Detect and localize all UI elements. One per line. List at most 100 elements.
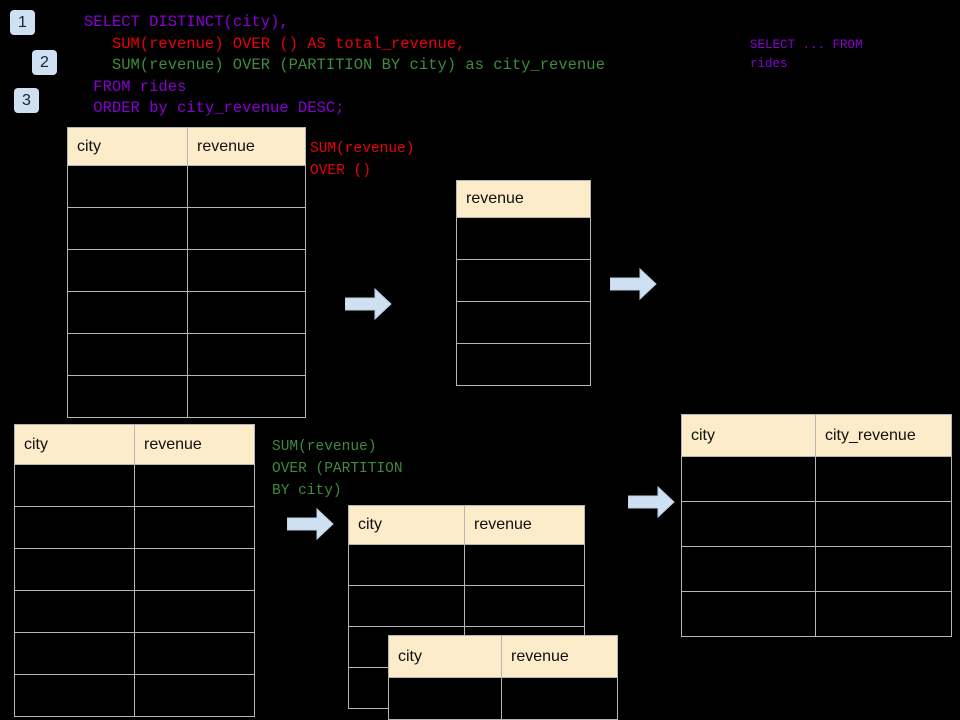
table-header-row: revenue xyxy=(456,180,591,218)
table-row xyxy=(14,464,255,507)
table-cell-revenue xyxy=(187,249,306,292)
table-cell-city xyxy=(14,632,135,675)
table-row xyxy=(67,375,306,418)
table-cell-city xyxy=(681,456,816,502)
table-row xyxy=(67,333,306,376)
annot-total-revenue: SUM(revenue) OVER () xyxy=(310,141,415,179)
sql-query-block: SELECT DISTINCT(city), SUM(revenue) OVER … xyxy=(84,12,605,120)
table-row xyxy=(14,632,255,675)
table-cell-revenue xyxy=(187,207,306,250)
column-header-city: city xyxy=(388,635,502,678)
table-row xyxy=(456,343,591,386)
table-cell-revenue xyxy=(456,301,591,344)
table-cell-revenue xyxy=(134,674,255,717)
table-row xyxy=(456,259,591,302)
table-cell-city xyxy=(14,464,135,507)
table-row xyxy=(14,590,255,633)
table-cell-city xyxy=(67,207,188,250)
table-cell-city xyxy=(681,591,816,637)
column-header-revenue: revenue xyxy=(501,635,618,678)
column-header-city_revenue: city_revenue xyxy=(815,414,952,457)
sql-line-5: ORDER by city_revenue DESC; xyxy=(93,99,345,117)
table-cell-revenue xyxy=(134,548,255,591)
table-cell-revenue xyxy=(456,343,591,386)
table-row xyxy=(456,301,591,344)
annot-city-revenue: SUM(revenue) OVER (PARTITION BY city) xyxy=(272,439,403,499)
table-cell-city xyxy=(348,544,465,586)
arrow-partition-to-result xyxy=(628,486,675,518)
table-row xyxy=(681,456,952,502)
table-cell-revenue xyxy=(456,217,591,260)
table-row xyxy=(67,207,306,250)
table-cell-revenue xyxy=(464,585,585,627)
arrow-rides-to-partition xyxy=(287,508,334,540)
table-cell-city_revenue xyxy=(815,546,952,592)
table-row xyxy=(14,674,255,717)
table-cell-revenue xyxy=(187,165,306,208)
step-badge-1: 1 xyxy=(10,10,35,35)
table-cell-revenue xyxy=(134,590,255,633)
table-row xyxy=(456,217,591,260)
sql-line-2: SUM(revenue) OVER () AS total_revenue, xyxy=(111,34,466,53)
table-cell-revenue xyxy=(134,464,255,507)
table-cell-city_revenue xyxy=(815,456,952,502)
table-cell-city xyxy=(348,585,465,627)
column-header-revenue: revenue xyxy=(456,180,591,218)
table-row xyxy=(348,544,585,586)
table-row xyxy=(348,585,585,627)
table-cell-city xyxy=(67,333,188,376)
sql-line-1: SELECT DISTINCT(city), xyxy=(84,13,289,31)
table-row xyxy=(67,249,306,292)
column-header-city: city xyxy=(67,127,188,166)
table-cell-city xyxy=(67,291,188,334)
table-cell-city xyxy=(14,506,135,549)
table-cell-city_revenue xyxy=(815,591,952,637)
sql-line-3: SUM(revenue) OVER (PARTITION BY city) as… xyxy=(111,56,605,74)
table-cell-city xyxy=(67,249,188,292)
sql-line-4: FROM rides xyxy=(93,77,187,96)
column-header-city: city xyxy=(348,505,465,545)
table-cell-revenue xyxy=(464,544,585,586)
table-row xyxy=(67,165,306,208)
sql-sidenote: SELECT ... FROM rides xyxy=(750,38,863,71)
column-header-city: city xyxy=(14,424,135,465)
table-cell-city_revenue xyxy=(815,501,952,547)
table-cell-revenue xyxy=(187,291,306,334)
table-cell-revenue xyxy=(501,677,618,720)
arrow-rides-to-revenue xyxy=(345,288,392,320)
table-cell-city xyxy=(388,677,502,720)
step-badge-2: 2 xyxy=(32,50,57,75)
arrow-revenue-to-total xyxy=(610,268,657,300)
column-header-revenue: revenue xyxy=(464,505,585,545)
column-header-revenue: revenue xyxy=(134,424,255,465)
table-row xyxy=(681,546,952,592)
table-row xyxy=(14,548,255,591)
table-cell-city xyxy=(14,590,135,633)
table-cell-city xyxy=(67,165,188,208)
table-cell-revenue xyxy=(187,375,306,418)
table-cell-city xyxy=(14,548,135,591)
table-row xyxy=(681,501,952,547)
table-row xyxy=(681,591,952,637)
table-cell-revenue xyxy=(134,632,255,675)
table-row xyxy=(388,677,618,720)
table-cell-city xyxy=(681,546,816,592)
column-header-revenue: revenue xyxy=(187,127,306,166)
table-cell-city xyxy=(14,674,135,717)
table-cell-revenue xyxy=(134,506,255,549)
table-cell-revenue xyxy=(187,333,306,376)
table-cell-revenue xyxy=(456,259,591,302)
table-row xyxy=(14,506,255,549)
column-header-city: city xyxy=(681,414,816,457)
table-cell-city xyxy=(681,501,816,547)
table-row xyxy=(67,291,306,334)
